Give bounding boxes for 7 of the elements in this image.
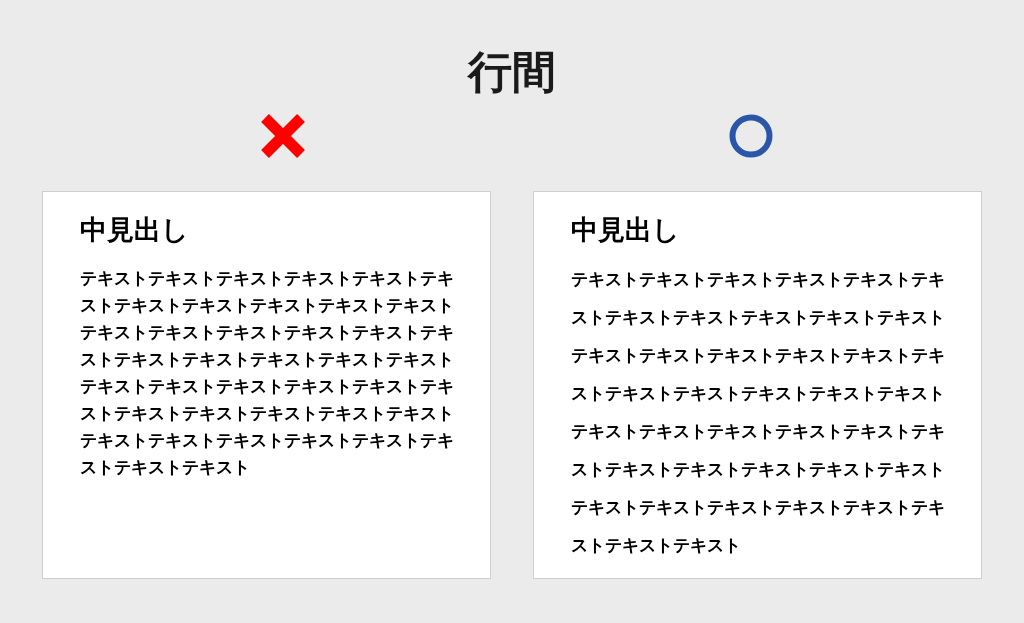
title: 行間 bbox=[468, 45, 556, 99]
text-card bbox=[533, 191, 982, 579]
heading: 中見出し bbox=[80, 213, 189, 247]
body-text: テキストテキストテキストテキストテキストテキストテキストテキストテキストテキストテキストテキストテキストテキストテキストテキストテキストテキストテキストテキストテキストテキストテキストテキストテキストテキストテキストテキストテキストテキストテキストテキストテキストテキストテキストテキストテキストテキストテキストテキストテキスト bbox=[571, 268, 946, 557]
body-text: テキストテキストテキストテキストテキストテキストテキストテキストテキストテキストテキストテキストテキストテキストテキストテキストテキストテキストテキストテキストテキストテキストテキストテキストテキストテキストテキストテキストテキストテキストテキストテキストテキストテキストテキストテキストテキストテキストテキストテキストテキスト bbox=[80, 267, 455, 479]
heading: 中見出し bbox=[571, 213, 680, 247]
text-card bbox=[42, 191, 491, 579]
